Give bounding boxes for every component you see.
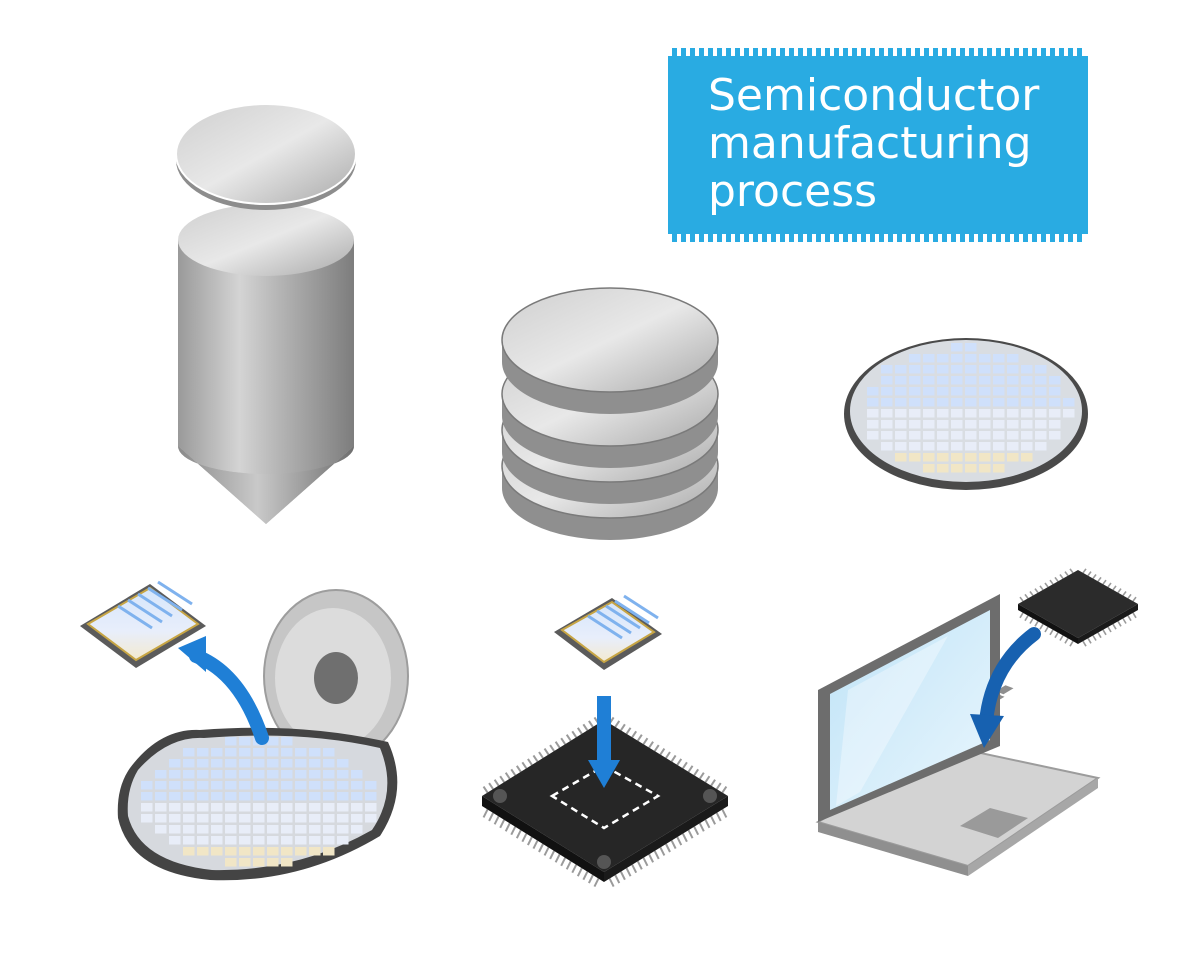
- title-line-2: manufacturing: [708, 118, 1032, 169]
- title-perforation-bottom: [672, 234, 1082, 242]
- die-icon: [554, 594, 662, 670]
- diced-chip-icon: [80, 580, 206, 668]
- title-line-3: process: [708, 166, 877, 217]
- packaged-chip-icon: [1018, 568, 1138, 647]
- laptop-icon: [815, 568, 1138, 876]
- patterned-wafer-icon: [844, 338, 1088, 490]
- title-line-1: Semiconductor: [708, 70, 1040, 121]
- title-box: Semiconductor manufacturing process: [668, 48, 1088, 242]
- wafer-stack-icon: [501, 287, 719, 540]
- title-background: [668, 56, 1088, 234]
- ingot-icon: [175, 103, 357, 524]
- dicing-saw-icon: [80, 580, 409, 881]
- title-perforation-top: [672, 48, 1082, 56]
- chip-package-icon: [482, 594, 728, 887]
